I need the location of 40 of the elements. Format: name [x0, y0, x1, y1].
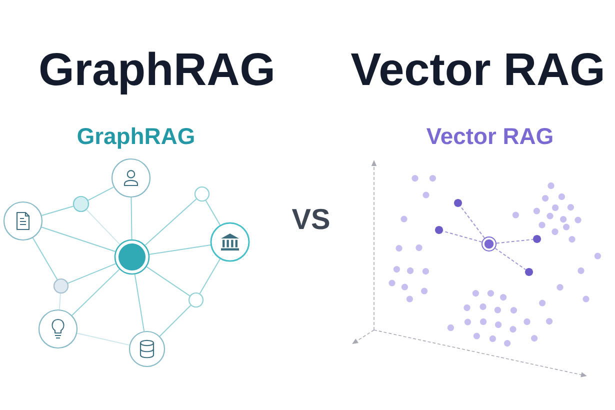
dashed-line [442, 230, 482, 242]
small-circle [188, 292, 204, 308]
vector-point [525, 268, 533, 276]
dashed-line [494, 248, 526, 270]
subheading: GraphRAG [78, 127, 194, 149]
heading: GraphRAG [40, 52, 273, 95]
icon-circle [3, 201, 43, 241]
small-circle [72, 196, 90, 212]
dashed-line [496, 238, 534, 244]
connector-line [41, 206, 74, 216]
connector-line [58, 293, 61, 310]
subheading: Vector RAG [426, 128, 552, 144]
connector-line [134, 274, 145, 332]
icon-circle [128, 330, 166, 368]
connector-line [76, 332, 130, 346]
connector-line [146, 266, 190, 296]
dashed-line [460, 206, 485, 239]
vs-label: VS [292, 208, 330, 230]
connector-line [32, 237, 58, 280]
heading: Vector RAG [350, 53, 602, 86]
small-circle [53, 278, 69, 294]
small-circle [194, 186, 210, 202]
connector-line [68, 263, 116, 284]
connector-line [88, 186, 114, 201]
vector-point [454, 199, 462, 207]
icon-circle [38, 309, 78, 349]
hub-node [114, 239, 150, 275]
connector-line [205, 200, 221, 226]
query-point [482, 236, 496, 252]
connector-line [199, 258, 221, 294]
connector-line [148, 244, 211, 255]
vector-point [435, 226, 443, 234]
connector-line [41, 226, 116, 252]
connector-line [144, 198, 197, 246]
icon-circle [111, 158, 151, 198]
connector-line [72, 268, 120, 316]
connector-line [130, 197, 132, 240]
connector-line [86, 209, 120, 245]
connector-line [159, 304, 192, 337]
vector-point [533, 235, 541, 243]
